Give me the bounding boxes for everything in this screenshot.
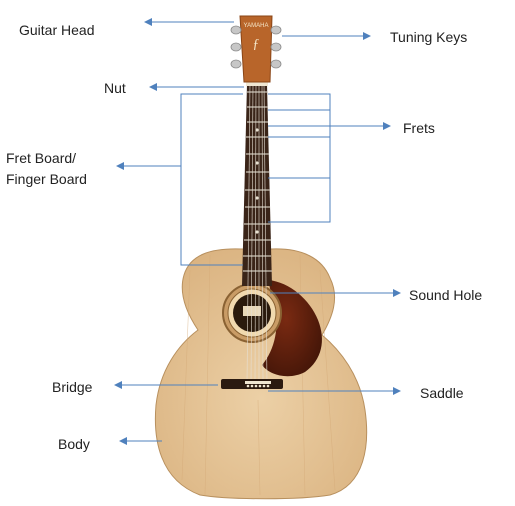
label-tuning-keys: Tuning Keys xyxy=(390,29,468,45)
label-frets: Frets xyxy=(403,120,435,136)
headstock xyxy=(239,15,273,83)
bridge-pins xyxy=(246,384,270,388)
tuning-keys xyxy=(230,25,282,69)
strings xyxy=(246,83,268,384)
label-fret-board-line2: Finger Board xyxy=(6,171,87,187)
guitar-body xyxy=(154,248,368,500)
headstock-logo: ƒ xyxy=(253,37,260,52)
annotation-lines xyxy=(114,18,401,445)
nut xyxy=(246,82,268,86)
label-fret-board-line1: Fret Board/ xyxy=(6,150,77,166)
bracket-fret-board xyxy=(180,93,243,266)
saddle xyxy=(245,381,271,384)
label-sound-hole: Sound Hole xyxy=(409,287,483,303)
label-nut: Nut xyxy=(104,80,126,96)
headstock-brand: YAMAHA xyxy=(244,23,269,29)
label-body: Body xyxy=(58,436,90,452)
label-guitar-head: Guitar Head xyxy=(19,22,95,38)
label-saddle: Saddle xyxy=(420,385,464,401)
fret-markers xyxy=(255,128,259,234)
wood-grain xyxy=(181,254,336,496)
bracket-frets xyxy=(268,93,331,223)
label-bridge: Bridge xyxy=(52,379,93,395)
